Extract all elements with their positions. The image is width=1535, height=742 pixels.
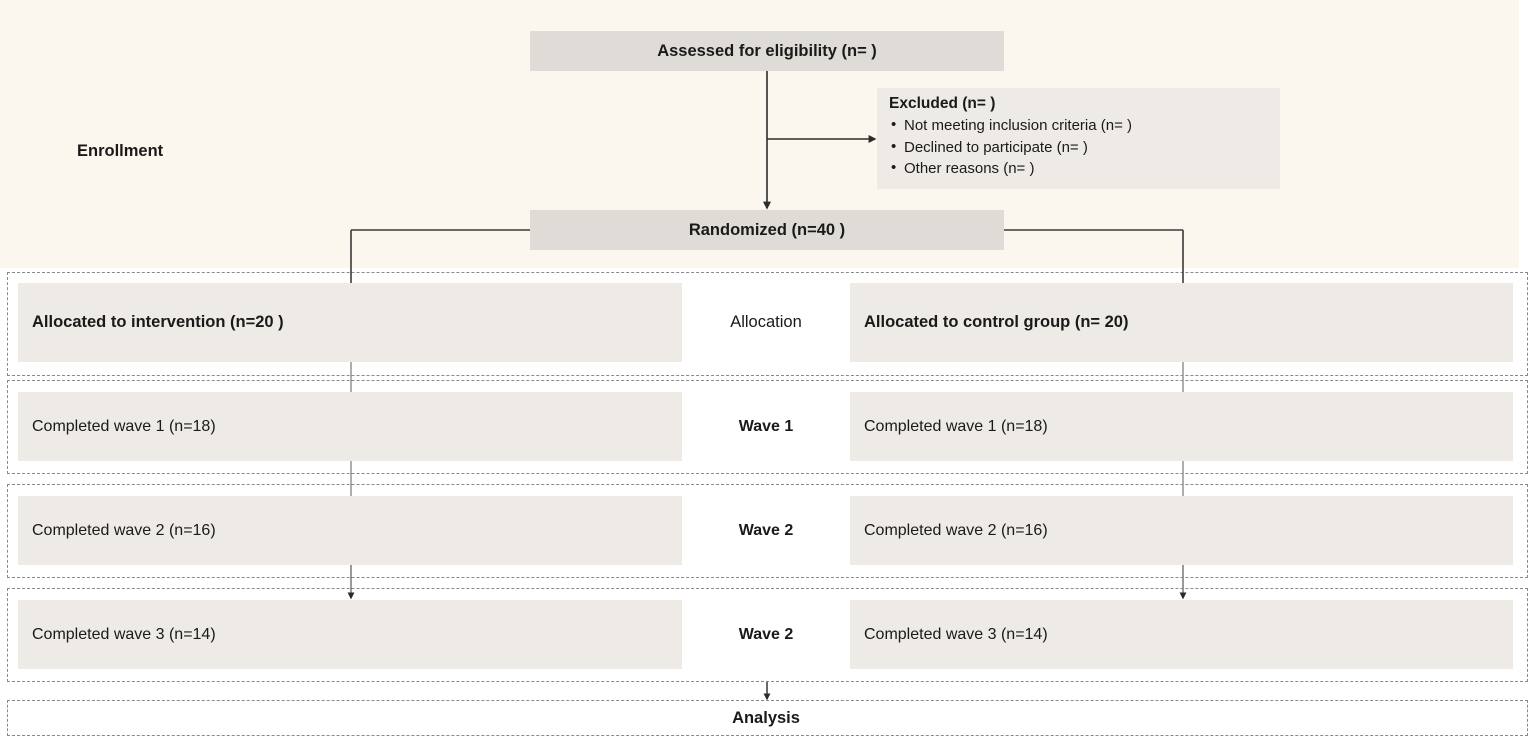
wave-3-control-box: Completed wave 3 (n=14)	[850, 600, 1513, 669]
wave-1-intervention-text: Completed wave 1 (n=18)	[32, 417, 216, 435]
stage-label-enrollment: Enrollment	[77, 142, 164, 160]
excluded-title: Excluded (n= )	[889, 95, 996, 112]
assessed-for-eligibility-box: Assessed for eligibility (n= )	[530, 31, 1004, 71]
allocated-control-box: Allocated to control group (n= 20)	[850, 283, 1513, 362]
wave-3-intervention-box: Completed wave 3 (n=14)	[18, 600, 682, 669]
analysis-section-band	[7, 700, 1528, 736]
wave-3-control-text: Completed wave 3 (n=14)	[864, 625, 1048, 643]
wave-2-intervention-text: Completed wave 2 (n=16)	[32, 521, 216, 539]
wave-2-control-text: Completed wave 2 (n=16)	[864, 521, 1048, 539]
stage-label-analysis: Analysis	[732, 709, 800, 727]
randomized-box: Randomized (n=40 )	[530, 210, 1004, 250]
stage-label-wave-1: Wave 1	[738, 418, 794, 435]
excluded-reason-item: Not meeting inclusion criteria (n= )	[891, 114, 1132, 137]
wave-3-intervention-text: Completed wave 3 (n=14)	[32, 625, 216, 643]
stage-label-wave-3: Wave 2	[738, 626, 794, 643]
excluded-box: Excluded (n= ) Not meeting inclusion cri…	[877, 88, 1280, 189]
allocated-control-text: Allocated to control group (n= 20)	[864, 313, 1129, 331]
randomized-text: Randomized (n=40 )	[688, 220, 846, 239]
stage-label-allocation: Allocation	[730, 313, 802, 331]
stage-label-wave-2: Wave 2	[738, 522, 794, 539]
assessed-for-eligibility-text: Assessed for eligibility (n= )	[657, 41, 877, 60]
wave-1-intervention-box: Completed wave 1 (n=18)	[18, 392, 682, 461]
wave-1-control-box: Completed wave 1 (n=18)	[850, 392, 1513, 461]
excluded-reason-item: Declined to participate (n= )	[891, 136, 1132, 159]
excluded-reason-item: Other reasons (n= )	[891, 157, 1132, 180]
wave-1-control-text: Completed wave 1 (n=18)	[864, 417, 1048, 435]
wave-2-intervention-box: Completed wave 2 (n=16)	[18, 496, 682, 565]
allocated-intervention-text: Allocated to intervention (n=20 )	[32, 313, 284, 331]
allocated-intervention-box: Allocated to intervention (n=20 )	[18, 283, 682, 362]
excluded-reasons-list: Not meeting inclusion criteria (n= ) Dec…	[889, 114, 1132, 180]
wave-2-control-box: Completed wave 2 (n=16)	[850, 496, 1513, 565]
